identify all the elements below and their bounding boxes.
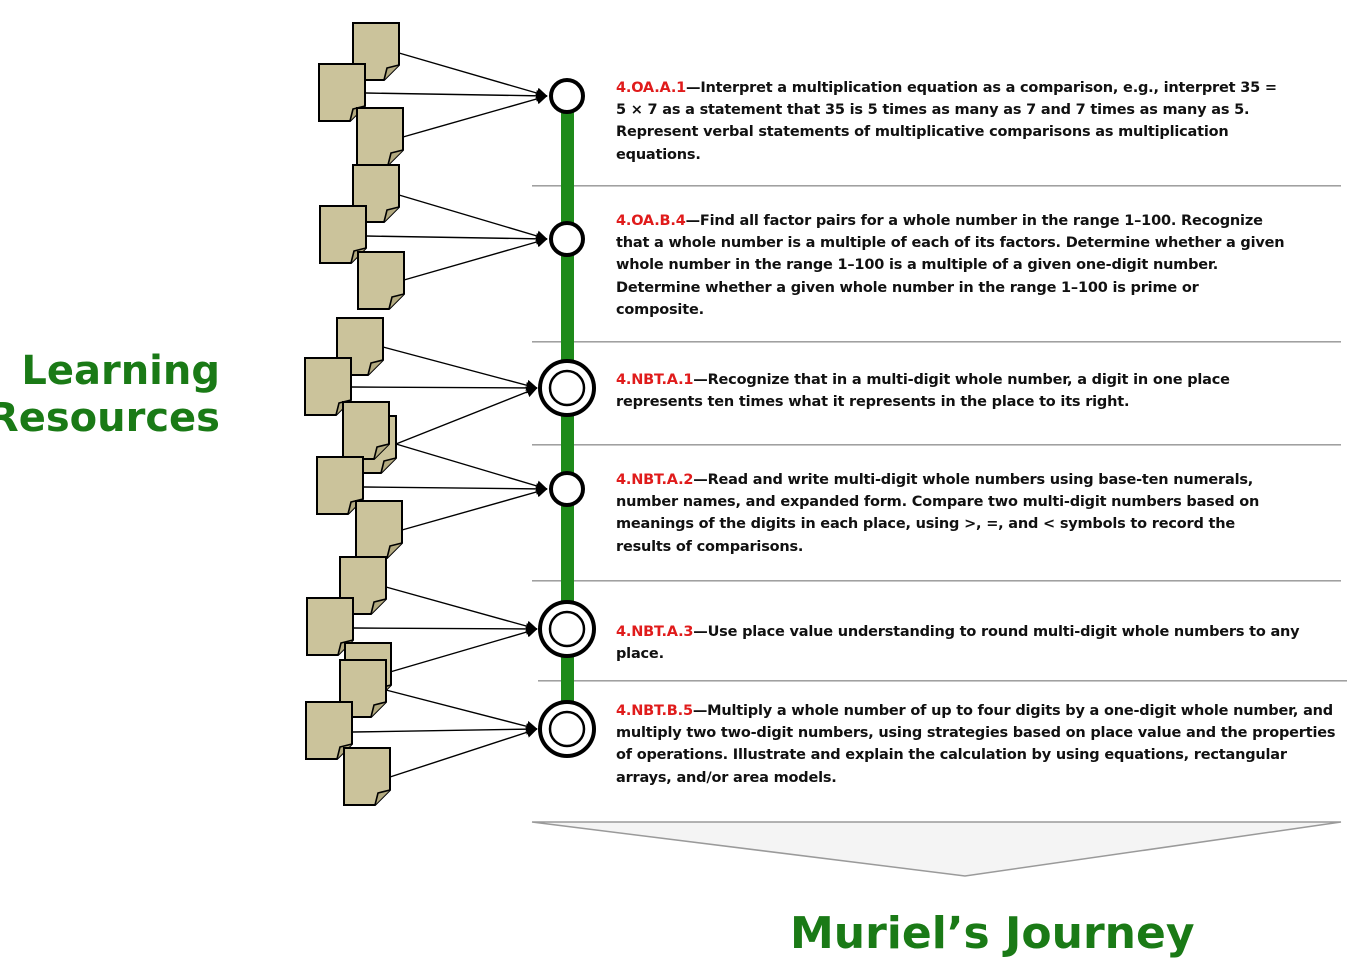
resource-arrow — [365, 233, 548, 245]
document-icon — [343, 747, 391, 806]
resource-arrow — [352, 723, 538, 735]
resource-arrow — [385, 586, 538, 632]
separators — [532, 185, 1347, 682]
separator-line — [532, 444, 1341, 446]
standard-code: 4.OA.A.1 — [616, 80, 687, 96]
milestone-node-inner — [548, 610, 586, 648]
resource-arrow — [398, 194, 548, 242]
resource-arrow — [402, 93, 548, 138]
resource-arrows — [350, 52, 548, 778]
resource-arrow — [352, 623, 538, 635]
standard-description: —Interpret a multiplication equation as … — [616, 80, 1277, 163]
milestone-node-inner — [548, 369, 586, 407]
resource-arrow — [395, 443, 548, 492]
standard-description: —Find all factor pairs for a whole numbe… — [616, 213, 1285, 318]
document-fold — [383, 64, 400, 81]
document-fold — [380, 457, 397, 474]
resource-arrow — [389, 626, 538, 673]
document-fold — [367, 359, 384, 376]
document-icon — [356, 107, 404, 166]
resource-arrow — [365, 90, 548, 102]
standard-code: 4.NBT.B.5 — [616, 703, 693, 719]
resource-arrow — [382, 346, 538, 391]
document-icon — [355, 500, 403, 559]
milestone-node — [549, 78, 585, 114]
timeline-nodes — [538, 78, 596, 758]
standard-description: —Use place value understanding to round … — [616, 624, 1300, 663]
chevron-shape — [531, 821, 1342, 877]
document-fold — [370, 598, 387, 615]
milestone-node — [549, 221, 585, 257]
separator-line — [532, 341, 1341, 343]
standard-code: 4.OA.B.4 — [616, 213, 686, 229]
resource-arrow — [401, 486, 548, 531]
resource-arrow — [385, 689, 538, 732]
standard-text-1: 4.OA.A.1—Interpret a multiplication equa… — [616, 77, 1286, 166]
standard-text-5: 4.NBT.A.3—Use place value understanding … — [616, 621, 1346, 665]
resource-arrow — [350, 382, 538, 394]
standard-text-4: 4.NBT.A.2—Read and write multi-digit who… — [616, 469, 1276, 558]
document-icon — [357, 251, 405, 310]
standard-description: —Recognize that in a multi-digit whole n… — [616, 372, 1230, 411]
standard-code: 4.NBT.A.2 — [616, 472, 694, 488]
document-fold — [388, 293, 405, 310]
standard-description: —Multiply a whole number of up to four d… — [616, 703, 1336, 786]
standard-code: 4.NBT.A.3 — [616, 624, 694, 640]
journey-title: Muriel’s Journey — [790, 908, 1195, 959]
milestone-node-inner — [548, 710, 586, 748]
standard-text-2: 4.OA.B.4—Find all factor pairs for a who… — [616, 210, 1286, 321]
document-fold — [386, 542, 403, 559]
document-fold — [374, 789, 391, 806]
document-fold — [370, 701, 387, 718]
resource-arrow — [403, 236, 548, 281]
standard-description: —Read and write multi-digit whole number… — [616, 472, 1260, 555]
document-fold — [387, 149, 404, 166]
separator-line — [532, 185, 1341, 187]
milestone-node — [549, 471, 585, 507]
learning-resources-label: Learning Resources — [0, 348, 220, 442]
journey-chevron — [531, 821, 1342, 877]
document-icon — [342, 401, 390, 460]
learning-resources — [304, 22, 405, 806]
standard-text-6: 4.NBT.B.5—Multiply a whole number of up … — [616, 700, 1346, 789]
resource-arrow — [389, 726, 538, 778]
standard-text-3: 4.NBT.A.1—Recognize that in a multi-digi… — [616, 369, 1256, 413]
resource-arrow — [398, 52, 548, 99]
resource-arrow — [395, 386, 538, 445]
resource-arrow — [363, 483, 548, 495]
learning-resources-label-line-2: Resources — [0, 395, 220, 441]
learning-resources-label-line-1: Learning — [21, 348, 220, 394]
separator-line — [538, 680, 1347, 682]
separator-line — [532, 580, 1341, 582]
document-fold — [373, 443, 390, 460]
document-fold — [383, 206, 400, 223]
standard-code: 4.NBT.A.1 — [616, 372, 694, 388]
